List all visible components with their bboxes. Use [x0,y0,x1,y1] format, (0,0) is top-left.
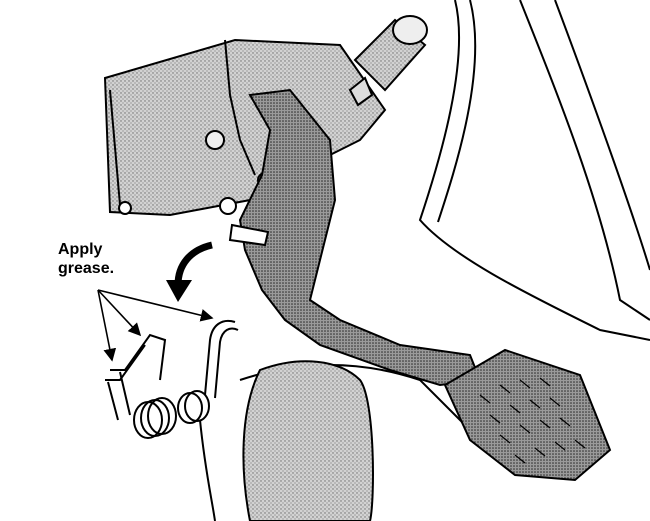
curved-arrow-icon [166,241,213,302]
leader-arrow-icon [97,289,214,362]
apply-grease-callout: Apply grease. [58,241,115,277]
return-spring-icon [105,320,239,439]
floor-tunnel [199,360,374,521]
pedal-bracket [103,38,387,217]
master-cylinder [348,15,428,107]
pedal-pad [443,348,612,482]
